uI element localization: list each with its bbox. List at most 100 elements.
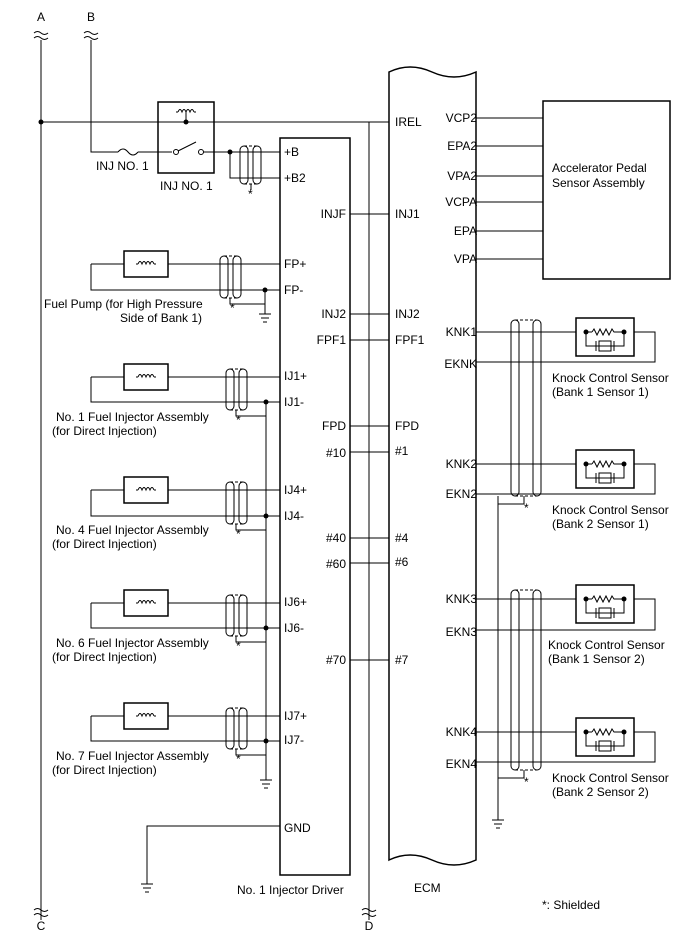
load-label-line2: (for Direct Injection)	[52, 537, 157, 551]
driver-pin: FP-	[284, 283, 303, 297]
shield-tube	[532, 589, 542, 771]
shield-dash	[230, 707, 243, 750]
knock-sensor: Knock Control Sensor(Bank 1 Sensor 2)	[476, 584, 665, 666]
ecm-pin: INJ1	[395, 207, 420, 221]
relay-coil-icon	[176, 109, 196, 122]
ecm-box	[388, 66, 477, 866]
injector-driver-box	[279, 137, 351, 876]
junction-dot	[583, 729, 589, 735]
load-circuit: *No. 7 Fuel Injector Assembly(for Direct…	[52, 702, 280, 777]
bus-wires	[33, 31, 377, 920]
shield-dash	[230, 594, 243, 637]
gnd-wire	[146, 825, 280, 884]
driver-pin: IJ1-	[284, 395, 304, 409]
load-label-line1: Fuel Pump (for High Pressure	[44, 297, 203, 311]
ground-icon	[260, 779, 272, 789]
junction-a	[38, 119, 44, 125]
driver-pin: IJ6-	[284, 621, 304, 635]
knock-sensor-box	[575, 449, 635, 489]
driver-right-pins: INJF INJ2 FPF1 FPD #10 #40 #60 #70	[317, 207, 347, 667]
shield-mark: *	[524, 501, 529, 515]
ecm-pin: EKN4	[446, 757, 478, 771]
resistor-icon	[591, 327, 618, 337]
load-box	[123, 702, 169, 730]
driver-pin: IJ6+	[284, 595, 307, 609]
load-wire	[90, 376, 280, 403]
coil-icon	[136, 261, 156, 266]
shield-tube	[225, 707, 235, 750]
shield-tube	[532, 319, 542, 497]
ecm-left-pins: IREL INJ1 INJ2 FPF1 FPD #1 #4 #6 #7	[395, 115, 425, 667]
shield-tube	[238, 707, 248, 750]
shield-dash	[224, 255, 237, 299]
ecm-pin: KNK4	[446, 725, 478, 739]
ecm-pin: FPD	[395, 419, 419, 433]
shield-drain	[235, 636, 266, 643]
crystal-plates	[595, 341, 615, 351]
ecm-pin: #6	[395, 555, 409, 569]
load-circuit: * No. 1 Fuel Injector Assembly(for Direct…	[52, 363, 280, 438]
shield-mark: *	[236, 413, 241, 427]
load-box	[123, 589, 169, 617]
ecm-pin: VPA	[454, 252, 477, 266]
shield-mark: *	[248, 187, 253, 201]
shield-legend: *: Shielded	[542, 898, 600, 912]
coil-icon	[136, 713, 156, 718]
shield-dash	[230, 481, 243, 525]
shield-tube	[510, 589, 520, 771]
load-label-line1: No. 1 Fuel Injector Assembly	[56, 410, 209, 424]
fuse-icon	[117, 148, 172, 156]
load-box	[123, 476, 169, 504]
driver-pin: IJ7-	[284, 733, 304, 747]
knock-wire	[476, 331, 656, 363]
load-circuit: *No. 4 Fuel Injector Assembly(for Direct…	[52, 476, 280, 551]
accel-pedal-sensor-box	[542, 100, 671, 280]
knock-label-line2: (Bank 1 Sensor 1)	[552, 385, 649, 399]
ground-icon	[492, 819, 504, 829]
shield-mark: *	[236, 639, 241, 653]
crystal-plates	[595, 741, 615, 751]
load-wire	[90, 263, 280, 291]
knock-label-line1: Knock Control Sensor	[552, 771, 669, 785]
shield-drain	[498, 496, 525, 505]
ground-icon	[141, 883, 153, 893]
b-shield	[239, 145, 262, 190]
load-box	[123, 250, 169, 278]
knock-label-line1: Knock Control Sensor	[548, 638, 665, 652]
shield-dash	[515, 589, 537, 771]
relay-label: INJ NO. 1	[160, 179, 213, 193]
shield-mark: *	[524, 775, 529, 789]
resistor-icon	[591, 594, 618, 604]
accel-label-line1: Accelerator Pedal	[552, 161, 647, 175]
ecm-pin: EPA2	[447, 139, 477, 153]
crystal-icon	[598, 740, 612, 752]
shield-tube	[238, 594, 248, 637]
driver-pin: #70	[326, 653, 346, 667]
ecm-right-pins: VCP2 EPA2 VPA2 VCPA EPA VPA KNK1 EKNK KN…	[444, 111, 477, 771]
knock-sensor: Knock Control Sensor(Bank 1 Sensor 1)	[476, 317, 669, 399]
ecm-pin: #1	[395, 444, 409, 458]
load-box	[123, 363, 169, 391]
driver-pin: IJ7+	[284, 709, 307, 723]
load-label-line2: (for Direct Injection)	[52, 424, 157, 438]
load-wire	[90, 489, 280, 517]
shield-tube	[232, 255, 242, 299]
ecm-pin: KNK3	[446, 592, 478, 606]
junction-dot	[583, 596, 589, 602]
shield-mark: *	[236, 527, 241, 541]
load-wire	[90, 602, 280, 629]
knock-shield: *	[498, 319, 542, 515]
ecm-pin: EPA	[454, 224, 477, 238]
shield-tube	[225, 481, 235, 525]
knock-label-line1: Knock Control Sensor	[552, 371, 669, 385]
knock-label-line2: (Bank 2 Sensor 1)	[552, 517, 649, 531]
resistor-icon	[591, 459, 618, 469]
ecm-pin: VPA2	[447, 169, 477, 183]
knock-wire	[476, 598, 656, 631]
shield-tube	[510, 319, 520, 497]
relay-switch-icon	[173, 141, 230, 155]
ecm-pin: KNK1	[446, 325, 478, 339]
shield-dash	[230, 368, 243, 411]
